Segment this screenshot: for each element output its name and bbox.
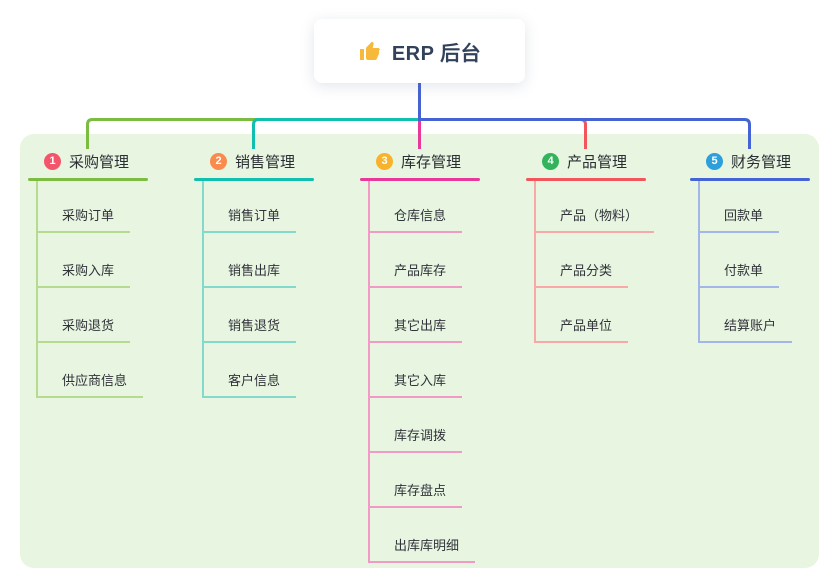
child-node[interactable]: 库存盘点 (368, 482, 463, 508)
child-node[interactable]: 采购退货 (36, 317, 131, 343)
branch-underline (526, 178, 646, 181)
branch-number-badge: 5 (706, 152, 723, 170)
root-node[interactable]: ERP 后台 (314, 19, 525, 83)
branch-5: 5 财务管理回款单付款单结算账户 (690, 150, 839, 343)
branch-4: 4 产品管理产品（物料） 产品分类产品单位 (526, 150, 676, 343)
branch-children: 销售订单销售出库销售退货客户信息 (194, 181, 344, 398)
child-node[interactable]: 产品库存 (368, 262, 463, 288)
child-node[interactable]: 付款单 (698, 262, 780, 288)
child-node[interactable]: 其它入库 (368, 372, 463, 398)
branch-number-badge: 4 (542, 152, 559, 170)
child-node[interactable]: 结算账户 (698, 317, 793, 343)
branch-underline (360, 178, 480, 181)
child-node[interactable]: 产品（物料） (534, 207, 655, 233)
branch-spine-line (698, 181, 700, 343)
child-node[interactable]: 回款单 (698, 207, 780, 233)
branch-children: 产品（物料） 产品分类产品单位 (526, 181, 676, 343)
child-node[interactable]: 供应商信息 (36, 372, 144, 398)
branch-spine-line (202, 181, 204, 398)
branch-spine-line (368, 181, 370, 563)
child-node[interactable]: 销售退货 (202, 317, 297, 343)
branch-node-label: 财务管理 (731, 153, 792, 171)
child-node[interactable]: 采购订单 (36, 207, 131, 233)
child-node[interactable]: 其它出库 (368, 317, 463, 343)
branch-underline (690, 178, 810, 181)
child-node[interactable]: 产品单位 (534, 317, 629, 343)
child-node[interactable]: 出库库明细 (368, 537, 476, 563)
branch-spine-line (534, 181, 536, 343)
branch-spine-line (36, 181, 38, 398)
branch-children: 回款单付款单结算账户 (690, 181, 839, 343)
child-node[interactable]: 销售订单 (202, 207, 297, 233)
child-node[interactable]: 库存调拨 (368, 427, 463, 453)
branch-number-badge: 1 (44, 152, 61, 170)
child-node[interactable]: 采购入库 (36, 262, 131, 288)
branch-number-badge: 3 (376, 152, 393, 170)
branch-1: 1 采购管理采购订单采购入库采购退货供应商信息 (28, 150, 178, 398)
branch-number-badge: 2 (210, 152, 227, 170)
branch-node[interactable]: 2 销售管理 (194, 150, 344, 172)
branch-3: 3 库存管理仓库信息产品库存其它出库其它入库库存调拨库存盘点出库库明细 (360, 150, 510, 563)
branch-underline (28, 178, 148, 181)
branch-node-label: 产品管理 (567, 153, 628, 171)
branch-node[interactable]: 1 采购管理 (28, 150, 178, 172)
thumbs-up-icon (358, 39, 382, 63)
branch-underline (194, 178, 314, 181)
mindmap-canvas (20, 134, 819, 568)
branch-node-label: 采购管理 (69, 153, 130, 171)
child-node[interactable]: 销售出库 (202, 262, 297, 288)
root-node-label: ERP 后台 (391, 42, 482, 65)
branch-children: 采购订单采购入库采购退货供应商信息 (28, 181, 178, 398)
branch-children: 仓库信息产品库存其它出库其它入库库存调拨库存盘点出库库明细 (360, 181, 510, 563)
child-node[interactable]: 产品分类 (534, 262, 629, 288)
branch-node[interactable]: 4 产品管理 (526, 150, 676, 172)
branch-2: 2 销售管理销售订单销售出库销售退货客户信息 (194, 150, 344, 398)
branch-node[interactable]: 3 库存管理 (360, 150, 510, 172)
branch-node-label: 销售管理 (235, 153, 296, 171)
child-node[interactable]: 客户信息 (202, 372, 297, 398)
branch-node-label: 库存管理 (401, 153, 462, 171)
branch-node[interactable]: 5 财务管理 (690, 150, 839, 172)
child-node[interactable]: 仓库信息 (368, 207, 463, 233)
